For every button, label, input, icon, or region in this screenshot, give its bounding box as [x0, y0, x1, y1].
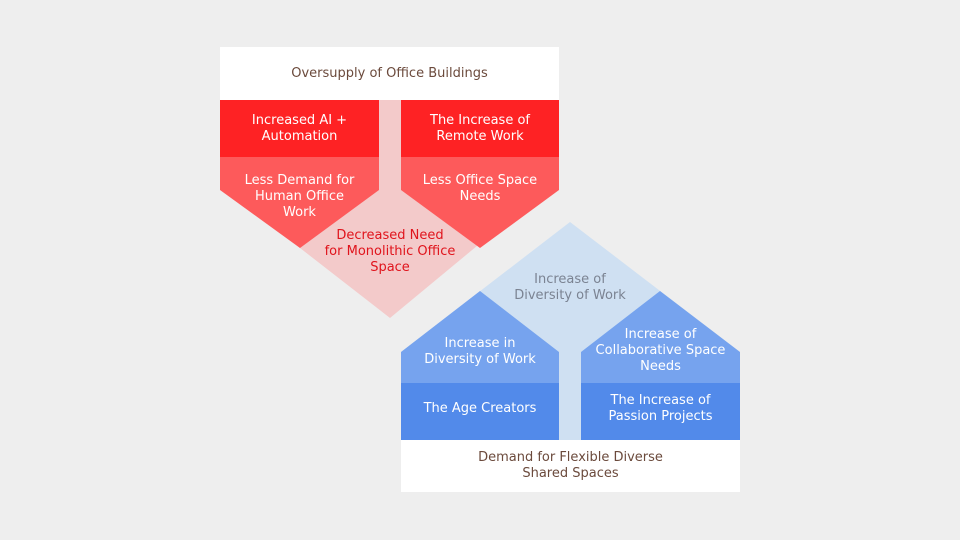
top-center-label: Decreased Need for Monolithic Office Spa… — [324, 228, 456, 275]
top-right-block-label: The Increase of Remote Work — [430, 112, 530, 144]
top-left-block-label: Increased AI + Automation — [251, 112, 348, 144]
top-right-block — [401, 100, 559, 157]
top-left-chevron-label: Less Demand for Human Office Work — [244, 173, 355, 220]
bottom-footer-label: Demand for Flexible Diverse Shared Space… — [478, 450, 663, 481]
bottom-center-label: Increase of Diversity of Work — [514, 272, 626, 303]
bottom-left-house — [401, 291, 559, 383]
top-right-chevron-label: Less Office Space Needs — [422, 173, 538, 204]
bottom-footer-box — [401, 440, 740, 492]
top-header-label: Oversupply of Office Buildings — [291, 65, 488, 81]
bottom-left-block — [401, 383, 559, 440]
top-left-block — [220, 100, 379, 157]
bottom-left-house-label: Increase in Diversity of Work — [424, 336, 536, 367]
bottom-right-house — [581, 291, 740, 383]
top-left-chevron — [220, 157, 379, 248]
bottom-right-block — [581, 383, 740, 440]
top-right-chevron — [401, 157, 559, 248]
bottom-left-block-label: The Age Creators — [423, 401, 537, 416]
bottom-right-house-label: Increase of Collaborative Space Needs — [595, 327, 726, 374]
top-header-box — [220, 47, 559, 100]
bottom-right-block-label: The Increase of Passion Projects — [608, 393, 713, 424]
